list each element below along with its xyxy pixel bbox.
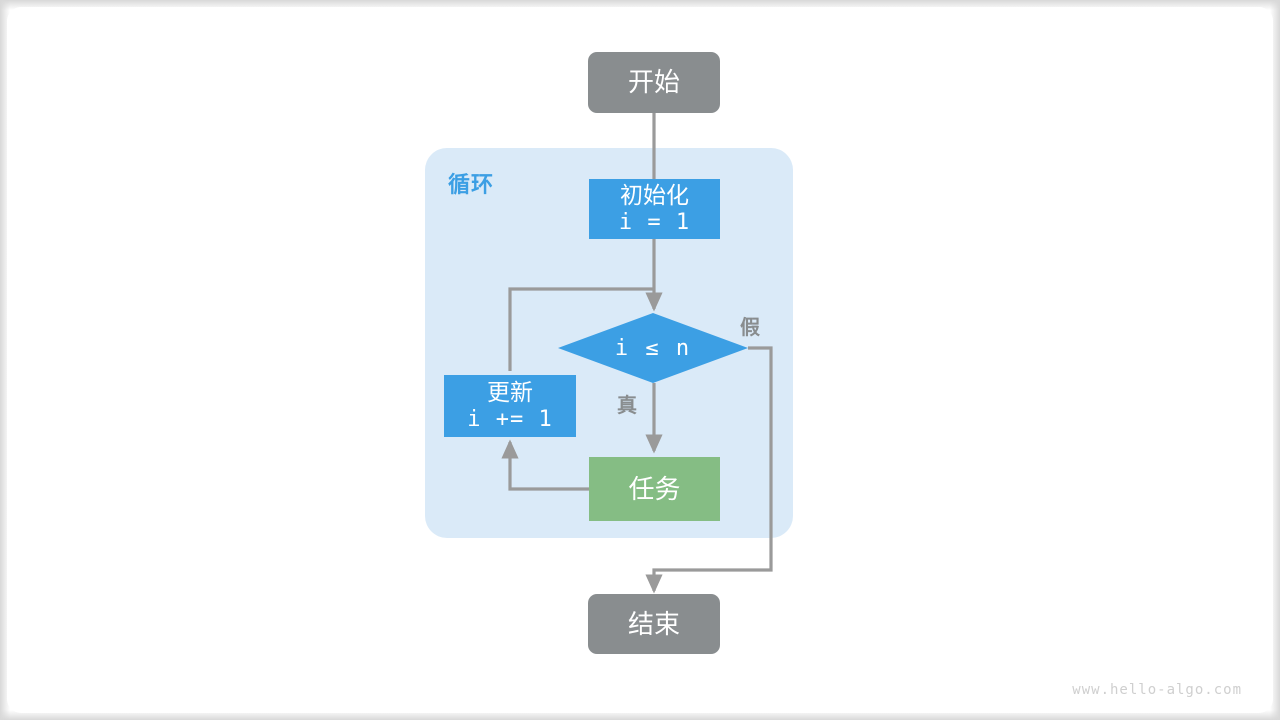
node-start-label: 开始: [627, 67, 680, 98]
node-update-code: i += 1: [467, 407, 553, 433]
node-end[interactable]: 结束: [588, 594, 720, 654]
node-task-label: 任务: [628, 473, 681, 504]
watermark: www.hello-algo.com: [1072, 682, 1242, 698]
node-decision[interactable]: i ≤ n: [558, 313, 748, 383]
node-init-code: i = 1: [618, 210, 691, 236]
edge-task-to-update: [501, 439, 589, 491]
branch-label-false: 假: [740, 317, 760, 339]
edge-update-to-decision: [508, 287, 654, 371]
node-update[interactable]: 更新 i += 1: [444, 375, 576, 437]
branch-label-true: 真: [617, 395, 637, 417]
node-init[interactable]: 初始化 i = 1: [589, 179, 720, 239]
node-update-label: 更新: [487, 378, 533, 405]
node-decision-label: i ≤ n: [614, 335, 692, 361]
node-end-label: 结束: [627, 608, 680, 639]
diamond-shape: [558, 313, 748, 383]
edge-decision-false-to-end: [645, 346, 773, 594]
node-task[interactable]: 任务: [589, 457, 720, 521]
loop-label: 循环: [448, 172, 495, 197]
node-start[interactable]: 开始: [588, 52, 720, 113]
node-init-label: 初始化: [620, 181, 689, 208]
